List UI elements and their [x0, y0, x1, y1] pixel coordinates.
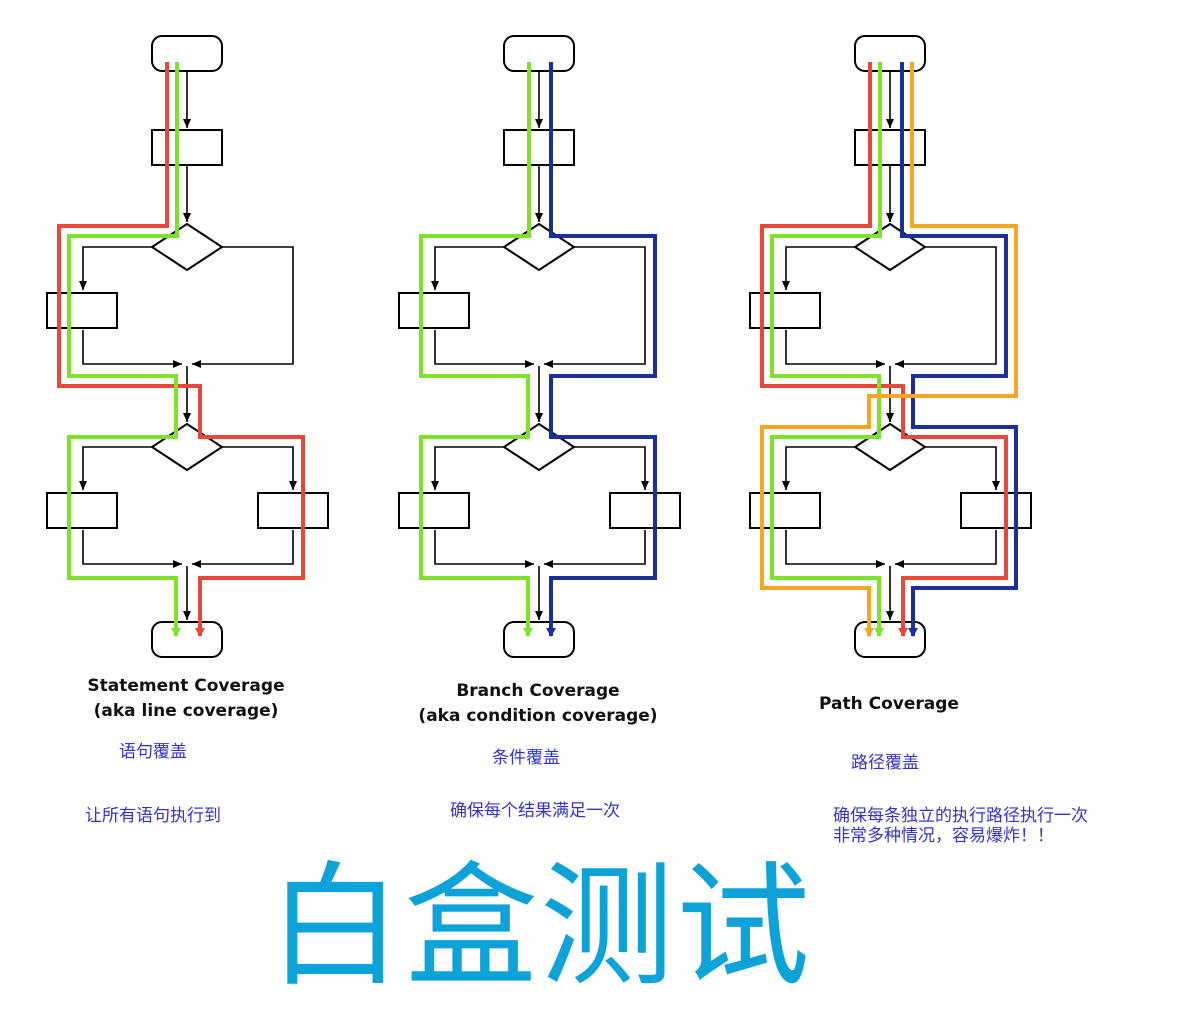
decision-diamond [502, 422, 576, 472]
coverage-path-red [760, 62, 1008, 637]
start-node [503, 35, 575, 72]
cn-title-statement: 语句覆盖 [119, 742, 187, 762]
process-box [854, 129, 926, 166]
process-box [46, 492, 118, 529]
panel-statement-coverage: Statement Coverage (aka line coverage) [46, 35, 329, 721]
process-box [609, 492, 681, 529]
coverage-path-blue [900, 62, 1018, 637]
flowchart-base [431, 72, 649, 620]
decision-diamond [150, 422, 224, 472]
panel-branch-coverage: Branch Coverage (aka condition coverage) [398, 35, 681, 726]
cn-desc-branch: 确保每个结果满足一次 [450, 801, 620, 821]
panel-subtitle: (aka condition coverage) [418, 706, 657, 726]
panel-path-coverage: Path Coverage [749, 35, 1032, 714]
process-box [398, 292, 470, 329]
process-box [503, 129, 575, 166]
panel-title: Branch Coverage [456, 681, 619, 701]
flowchart-base [79, 72, 297, 620]
flowchart-base [782, 72, 1000, 620]
decision-diamond [853, 222, 927, 272]
process-box [398, 492, 470, 529]
coverage-path-green [419, 62, 533, 637]
process-box [960, 492, 1032, 529]
start-node [854, 35, 926, 72]
process-box [151, 129, 223, 166]
panel-title: Statement Coverage [87, 676, 284, 696]
decision-diamond [502, 222, 576, 272]
process-box [257, 492, 329, 529]
coverage-path-green [67, 62, 181, 637]
decision-diamond [150, 222, 224, 272]
panel-subtitle: (aka line coverage) [94, 701, 279, 721]
coverage-path-orange [760, 62, 1018, 637]
page-heading: 白盒测试 [268, 849, 813, 1005]
end-node [503, 621, 575, 658]
cn-desc-path: 确保每条独立的执行路径执行一次 非常多种情况，容易爆炸！！ [833, 806, 1088, 846]
cn-title-branch: 条件覆盖 [492, 748, 560, 768]
coverage-path-green [770, 62, 884, 637]
start-node [151, 35, 223, 72]
cn-title-path: 路径覆盖 [851, 753, 919, 773]
coverage-path-red [57, 62, 305, 637]
decision-diamond [853, 422, 927, 472]
cn-desc-statement: 让所有语句执行到 [85, 806, 221, 826]
coverage-path-blue [546, 62, 657, 637]
end-node [151, 621, 223, 658]
panel-title: Path Coverage [819, 694, 959, 714]
